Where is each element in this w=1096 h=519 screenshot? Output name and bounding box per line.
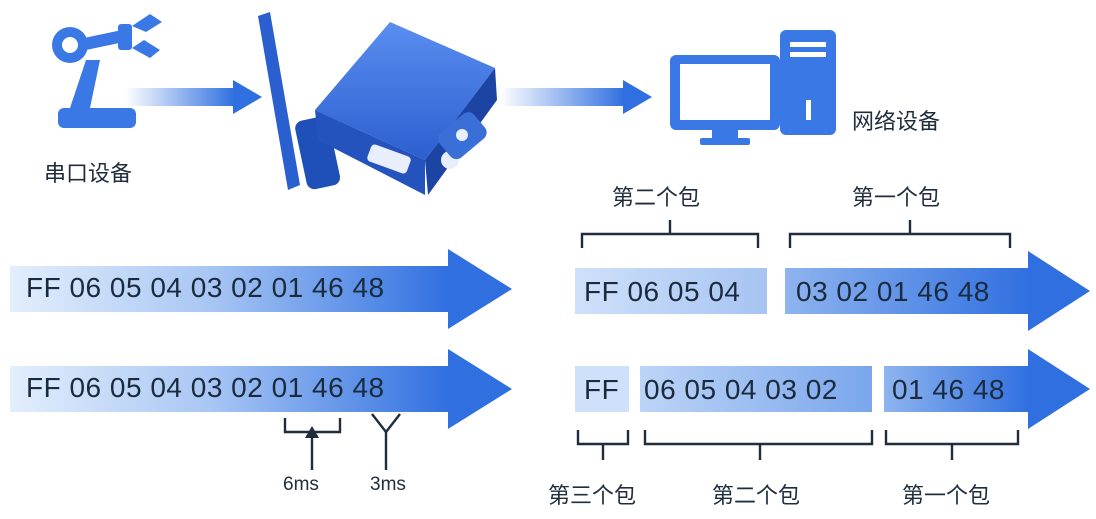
serial-device-label: 串口设备 xyxy=(44,162,133,187)
wireless-serial-server-icon xyxy=(258,12,497,195)
row2-bytes: FF 06 05 04 03 02 01 46 48 xyxy=(26,372,385,403)
row1-brackets xyxy=(580,220,1012,248)
row2-data-arrow xyxy=(10,349,512,429)
row1-data-arrow xyxy=(10,249,512,329)
row2-packet2-bytes: 06 05 04 03 02 xyxy=(644,374,838,405)
row1-packet1-bytes: 03 02 01 46 48 xyxy=(796,276,990,307)
row1-split-arrow xyxy=(575,251,1090,331)
row2-packet3-bytes: FF xyxy=(584,374,620,405)
timing-markers xyxy=(283,413,401,470)
network-device-label: 网络设备 xyxy=(852,110,941,135)
flow-arrow-right xyxy=(500,80,652,114)
computer-icon xyxy=(670,30,836,145)
row2-brackets xyxy=(576,430,1020,460)
row1-packet1-label: 第一个包 xyxy=(852,186,941,211)
gap-3ms-label: 3ms xyxy=(370,474,406,495)
row1-packet2-bytes: FF 06 05 04 xyxy=(584,276,741,307)
gap-6ms-label: 6ms xyxy=(283,474,319,495)
row2-packet1-bytes: 01 46 48 xyxy=(892,374,1005,405)
flow-arrow-left xyxy=(125,80,262,114)
row2-split-arrow xyxy=(575,349,1090,429)
row1-packet2-label: 第二个包 xyxy=(612,186,701,211)
row2-packet1-label: 第一个包 xyxy=(902,484,991,509)
row2-packet3-label: 第三个包 xyxy=(548,484,637,509)
robot-arm-icon xyxy=(52,14,162,128)
row2-packet2-label: 第二个包 xyxy=(712,484,801,509)
row1-bytes: FF 06 05 04 03 02 01 46 48 xyxy=(26,272,385,303)
